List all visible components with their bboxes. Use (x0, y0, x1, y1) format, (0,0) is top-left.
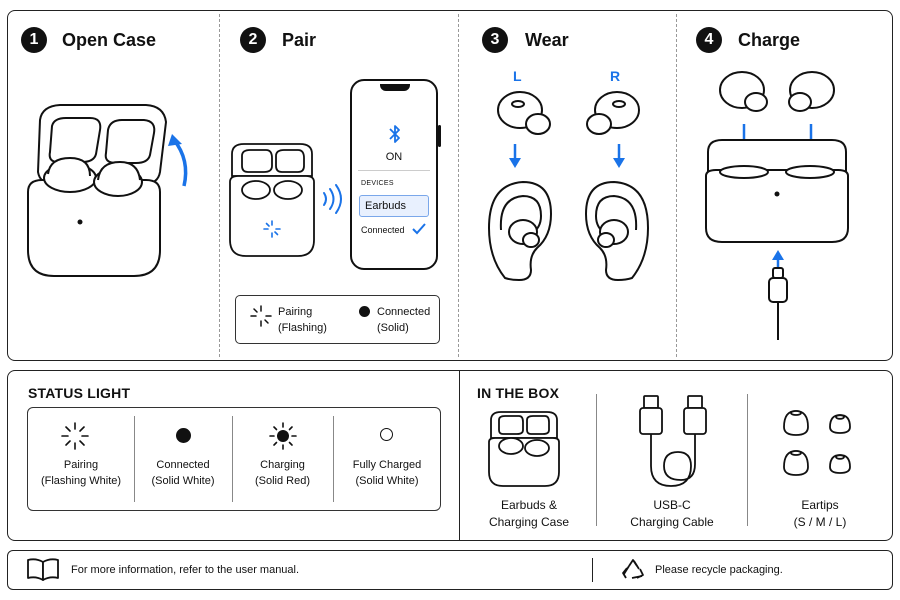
book-icon (26, 557, 60, 583)
box-earbuds-line2: Charging Case (488, 515, 570, 529)
wear-right-label: R (610, 68, 621, 84)
box-eartips-line1: Eartips (801, 498, 839, 512)
down-arrow-icon (509, 144, 521, 168)
charging-light-icon (268, 421, 298, 451)
device-name: Earbuds (365, 200, 406, 212)
step-1-title: Open Case (62, 30, 157, 50)
status-charging-sub: (Solid Red) (254, 475, 311, 487)
recycle-text: Please recycle packaging. (655, 564, 783, 576)
pair-legend-pairing: Pairing (278, 306, 313, 318)
right-earbud-illustration (586, 91, 640, 135)
up-arrow-icon (772, 250, 784, 268)
device-status: Connected (361, 225, 405, 235)
box-earbuds-line1: Earbuds & (500, 498, 558, 512)
phone-illustration: ON DEVICES Earbuds Connected (350, 79, 441, 270)
recycle-icon (620, 557, 646, 583)
step-4-badge: 4 (696, 27, 722, 53)
phone-notch (380, 84, 410, 91)
status-full-label: Fully Charged (352, 459, 422, 471)
bluetooth-state: ON (385, 151, 403, 163)
solid-light-icon (176, 428, 191, 443)
off-light-icon (380, 428, 393, 441)
down-arrow-icon (613, 144, 625, 168)
bluetooth-icon (387, 123, 403, 145)
box-eartips-line2: (S / M / L) (793, 515, 847, 529)
status-charging-label: Charging (260, 459, 305, 471)
footer-divider (592, 558, 593, 582)
footer-bar (7, 550, 893, 590)
step-2-badge: 2 (240, 27, 266, 53)
pair-legend-connected: Connected (377, 306, 431, 318)
right-ear-illustration (584, 180, 650, 282)
step-divider (219, 14, 220, 357)
status-divider (333, 416, 334, 502)
pairing-light-icon (262, 219, 282, 239)
open-case-illustration (27, 104, 188, 277)
devices-header: DEVICES (361, 180, 394, 187)
step-divider (676, 14, 677, 357)
pair-legend-connected-sub: (Solid) (377, 322, 409, 334)
pairing-flash-icon (250, 305, 272, 327)
left-ear-illustration (487, 180, 553, 282)
checkmark-icon (412, 223, 426, 235)
info-divider (459, 371, 460, 540)
box-cable-line1: USB-C (653, 498, 691, 512)
step-4-title: Charge (738, 30, 801, 50)
charging-case-illustration (705, 139, 849, 243)
pair-legend-box (235, 295, 440, 344)
info-panel (7, 370, 893, 541)
status-divider (232, 416, 233, 502)
left-earbud-illustration (497, 91, 551, 135)
signal-waves-icon (320, 184, 344, 214)
step-3-title: Wear (525, 30, 569, 50)
step-2-title: Pair (282, 30, 317, 50)
usb-c-plug-illustration (768, 267, 788, 340)
box-cable-line2: Charging Cable (630, 515, 714, 529)
setup-steps-panel (7, 10, 893, 361)
status-connected-label: Connected (156, 459, 210, 471)
flashing-light-icon (60, 421, 90, 451)
in-the-box-heading: IN THE BOX (477, 385, 560, 401)
step-divider (458, 14, 459, 357)
usb-cable-illustration (639, 395, 707, 487)
status-connected-sub: (Solid White) (151, 475, 215, 487)
device-row-earbuds[interactable]: Earbuds (359, 195, 429, 217)
wear-left-label: L (513, 68, 522, 84)
status-light-box (27, 407, 441, 511)
status-pairing-label: Pairing (63, 459, 99, 471)
phone-divider (358, 170, 430, 171)
pair-legend-pairing-sub: (Flashing) (278, 322, 327, 334)
status-divider (134, 416, 135, 502)
phone-side-button (438, 125, 441, 147)
pairing-case-illustration (229, 143, 315, 257)
connected-dot-icon (359, 306, 370, 317)
status-light-heading: STATUS LIGHT (28, 385, 131, 401)
status-pairing-sub: (Flashing White) (40, 475, 122, 487)
step-3-badge: 3 (482, 27, 508, 53)
charge-earbuds-illustration (719, 71, 835, 112)
box-divider (596, 394, 597, 526)
box-case-illustration (488, 411, 560, 487)
step-1-badge: 1 (21, 27, 47, 53)
eartips-illustration (783, 410, 851, 476)
manual-text: For more information, refer to the user … (71, 564, 300, 576)
box-divider (747, 394, 748, 526)
status-full-sub: (Solid White) (355, 475, 419, 487)
